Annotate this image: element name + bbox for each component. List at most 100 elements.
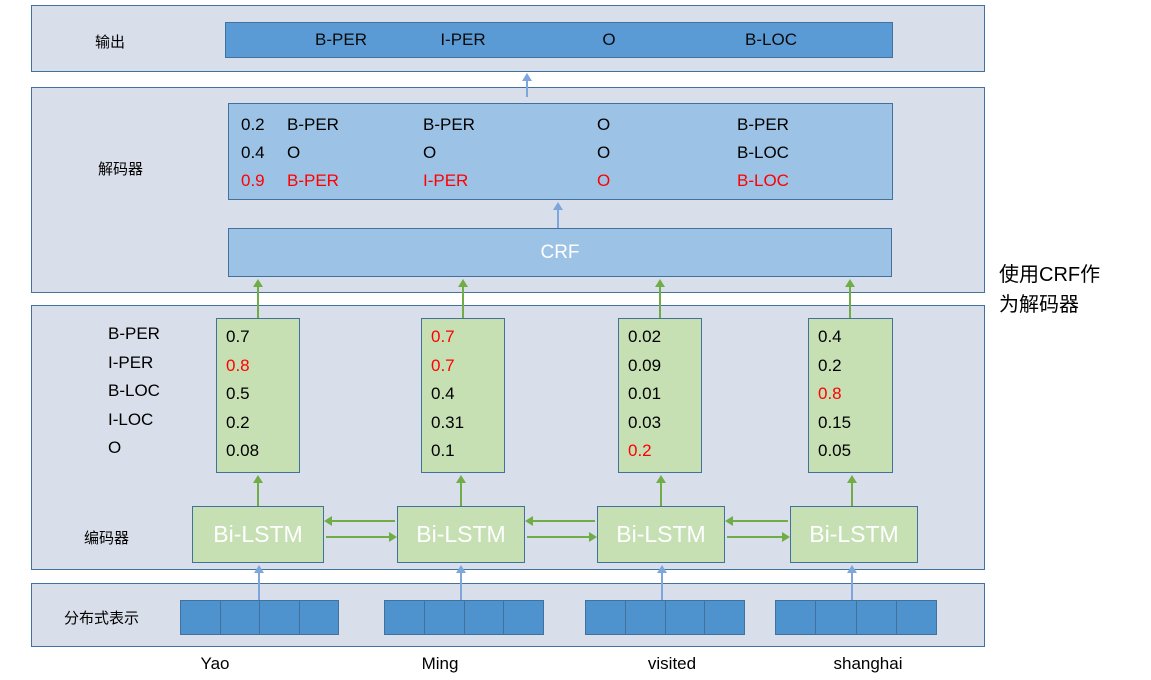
embedding-cell [260, 601, 300, 634]
bilstm-box: Bi-LSTM [192, 506, 324, 563]
tag-label: I-LOC [108, 409, 154, 429]
embedding-cell [504, 601, 543, 634]
tag-label: B-LOC [108, 381, 160, 401]
tag-label-column: B-PER I-PER B-LOC I-LOC O [108, 320, 160, 463]
embedding-bar [384, 600, 544, 635]
candidate-paths-table: 0.2 B-PER B-PER O B-PER 0.4 O O O B-LOC … [228, 103, 893, 200]
path-score: 0.4 [241, 143, 265, 162]
probability-value: 0.8 [818, 384, 842, 404]
embedding-bar [585, 600, 745, 635]
probability-value: 0.08 [226, 441, 260, 461]
embedding-cell [465, 601, 505, 634]
bilstm-box: Bi-LSTM [790, 506, 918, 563]
embedding-cell [897, 601, 936, 634]
probability-value: 0.2 [628, 441, 652, 461]
tag-label: B-PER [108, 324, 160, 343]
probability-value: 0.2 [818, 355, 842, 375]
path-row: 0.4 O O O B-LOC [229, 141, 892, 169]
embedding-cell [776, 601, 817, 634]
path-tag: I-PER [423, 171, 469, 190]
probability-value: 0.7 [431, 327, 455, 346]
path-tag: B-PER [737, 115, 789, 134]
probability-value: 0.15 [818, 412, 852, 432]
up-arrow [847, 475, 857, 506]
output-tag: I-PER [440, 30, 486, 49]
path-tag: O [423, 143, 437, 162]
path-tag: B-PER [423, 115, 475, 134]
probability-value: 0.03 [628, 412, 662, 432]
embedding-cell [586, 601, 626, 634]
embedding-cell [666, 601, 706, 634]
up-arrow [657, 565, 667, 600]
embedding-cell [626, 601, 666, 634]
probability-value: 0.05 [818, 441, 852, 461]
path-tag: B-LOC [737, 143, 789, 162]
path-score: 0.9 [241, 171, 265, 190]
embedding-cell [816, 601, 857, 634]
embedding-cell [857, 601, 897, 634]
probability-value: 0.09 [628, 355, 662, 375]
probability-value: 0.31 [431, 412, 465, 432]
embedding-cell [705, 601, 744, 634]
token-word: Yao [200, 654, 230, 673]
path-row: 0.2 B-PER B-PER O B-PER [229, 113, 892, 141]
probability-value: 0.5 [226, 384, 250, 404]
token-word: Ming [421, 654, 459, 673]
embedding-bar [775, 600, 937, 635]
probability-value: 0.4 [818, 327, 842, 346]
crf-box: CRF [228, 228, 892, 277]
path-tag: O [287, 143, 301, 162]
path-tag: O [597, 143, 611, 162]
probability-box: 0.7 0.7 0.4 0.31 0.1 [421, 318, 505, 473]
probability-value: 0.02 [628, 327, 662, 346]
probability-box: 0.4 0.2 0.8 0.15 0.05 [808, 318, 893, 473]
right-arrow [527, 532, 597, 542]
up-arrow [656, 475, 666, 506]
up-arrow [553, 202, 563, 228]
probability-value: 0.2 [226, 412, 250, 432]
path-tag: B-PER [287, 115, 339, 134]
up-arrow [456, 475, 466, 506]
probability-value: 0.7 [226, 327, 250, 346]
side-note: 使用CRF作 为解码器 [999, 264, 1101, 316]
token-word: shanghai [833, 654, 903, 673]
embedding-cell [181, 601, 221, 634]
embedding-panel-label: 分布式表示 [64, 610, 140, 627]
path-row-best: 0.9 B-PER I-PER O B-LOC [229, 169, 892, 197]
up-arrow [655, 279, 665, 318]
right-arrow [326, 532, 397, 542]
left-arrow [324, 516, 395, 526]
path-tag: B-PER [287, 171, 339, 190]
embedding-bar [180, 600, 339, 635]
encoder-panel-label: 编码器 [84, 530, 130, 547]
up-arrow [253, 279, 263, 318]
output-tag-bar: B-PER I-PER O B-LOC [225, 22, 893, 58]
probability-box: 0.02 0.09 0.01 0.03 0.2 [618, 318, 702, 473]
up-arrow [458, 279, 468, 318]
embedding-cell [300, 601, 339, 634]
embedding-cell [221, 601, 260, 634]
bilstm-box: Bi-LSTM [397, 506, 525, 563]
embedding-cell [425, 601, 465, 634]
up-arrow [254, 565, 264, 600]
tag-label: O [108, 438, 122, 458]
path-tag: B-LOC [737, 171, 789, 190]
probability-value: 0.4 [431, 384, 455, 404]
output-panel-label: 输出 [95, 34, 126, 51]
output-tag: B-LOC [745, 30, 797, 49]
up-arrow [456, 565, 466, 600]
output-tag: B-PER [315, 30, 367, 49]
output-tag: O [602, 30, 616, 49]
tag-label: I-PER [108, 352, 154, 372]
embedding-cell [385, 601, 425, 634]
path-score: 0.2 [241, 115, 265, 134]
probability-value: 0.8 [226, 355, 250, 375]
probability-value: 0.01 [628, 384, 662, 404]
probability-box: 0.7 0.8 0.5 0.2 0.08 [216, 318, 300, 473]
decoder-panel-label: 解码器 [98, 161, 144, 178]
up-arrow [522, 73, 532, 97]
up-arrow [847, 565, 857, 600]
right-arrow [727, 532, 790, 542]
token-word: visited [647, 654, 697, 673]
up-arrow [253, 475, 263, 506]
